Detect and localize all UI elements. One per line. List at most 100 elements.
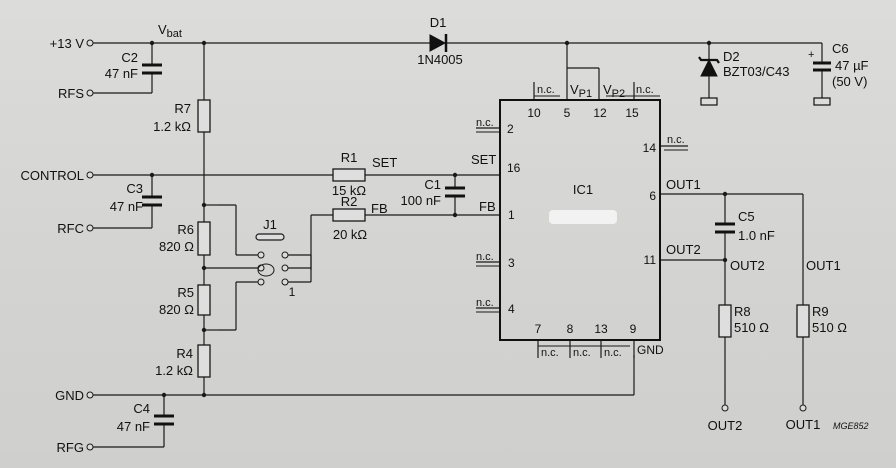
ic-pin-5: 5 [564,106,571,120]
diode-d1[interactable]: D1 1N4005 [417,15,463,67]
resistor-r5[interactable]: R5 820 Ω [159,284,211,317]
ic-pin-8: 8 [567,322,574,336]
jumper-pin[interactable] [257,278,265,286]
ic-pin-13: 13 [594,322,608,336]
terminal-rfg[interactable] [86,443,94,451]
r7-value: 1.2 kΩ [153,119,191,134]
jumper-link[interactable] [255,233,285,241]
r5-ref: R5 [177,285,194,300]
ic-bottom-nc-3: n.c. [604,347,622,359]
wires [93,42,823,448]
terminal-rfc[interactable] [86,224,94,232]
ic-top-nc-2: n.c. [636,84,654,96]
resistor-r9[interactable]: R9 510 Ω [796,304,847,338]
net-label-out2: OUT2 [730,258,765,273]
junction-dot [149,172,155,178]
ground-symbol-d2 [700,97,718,106]
junction-dot [201,202,207,208]
terminals [86,39,807,451]
c6-rating: (50 V) [832,74,867,89]
r4-value: 1.2 kΩ [155,363,193,378]
junction-dot [201,40,207,46]
capacitor-c6[interactable]: + C6 47 µF (50 V) [808,41,869,106]
jumper-pin[interactable] [257,251,265,259]
capacitor-c5[interactable]: C5 1.0 nF [715,209,775,243]
ic1-package[interactable]: IC1 10 5 12 15 n.c. VP1 VP2 n.c. 2 n.c. … [471,82,701,359]
r9-value: 510 Ω [812,320,847,335]
capacitor-c3[interactable]: C3 47 nF [110,181,162,214]
junction-dot [722,191,728,197]
j1-ref: J1 [263,217,277,232]
terminal-label-out2: OUT2 [708,418,743,433]
c1-value: 100 nF [401,193,442,208]
ic-pin-16: 16 [507,161,521,175]
junction-dot [149,40,155,46]
c2-value: 47 nF [105,66,138,81]
junction-dot [201,392,207,398]
ic-gnd-label: GND [637,343,664,357]
r1-value: 15 kΩ [332,183,367,198]
port-label-plus13v: +13 V [50,36,85,51]
r1-ref: R1 [341,150,358,165]
ic-fb-label: FB [479,199,496,214]
net-label-set: SET [372,155,397,170]
zener-d2-symbol [700,58,718,77]
diode-d2[interactable]: D2 BZT03/C43 [698,49,789,106]
ic-vp1-label: VP1 [570,82,592,100]
c6-ref: C6 [832,41,849,56]
jumper-j1[interactable]: J1 1 [255,217,296,299]
junction-dot [722,257,728,263]
resistor-r1[interactable]: R1 15 kΩ [332,150,367,198]
junction-dot [201,327,207,333]
junction-dot [161,392,167,398]
d1-ref: D1 [430,15,447,30]
capacitor-c4[interactable]: C4 47 nF [117,401,174,434]
r5-value: 820 Ω [159,302,194,317]
jumper-pin[interactable] [281,264,289,272]
jumper-pin[interactable] [281,278,289,286]
capacitor-c2[interactable]: C2 47 nF [105,50,162,81]
ic-pin-12: 12 [593,106,607,120]
r8-value: 510 Ω [734,320,769,335]
terminal-out1[interactable] [799,404,807,412]
ic-top-nc-1: n.c. [537,84,555,96]
jumper-pin[interactable] [281,251,289,259]
resistor-r6[interactable]: R6 820 Ω [159,221,211,256]
c4-ref: C4 [133,401,150,416]
ic-pin4-nc: n.c. [476,297,494,309]
ic-pin-6: 6 [649,189,656,203]
c5-value: 1.0 nF [738,228,775,243]
terminal-gnd[interactable] [86,391,94,399]
c6-value: 47 µF [835,58,869,73]
port-label-rfs: RFS [58,86,84,101]
ic-out1-label: OUT1 [666,177,701,192]
d2-ref: D2 [723,49,740,64]
resistor-r8[interactable]: R8 510 Ω [718,304,769,338]
resistor-r7[interactable]: R7 1.2 kΩ [153,99,211,134]
terminal-out2[interactable] [721,404,729,412]
c3-ref: C3 [126,181,143,196]
junction-dot [452,172,458,178]
r6-value: 820 Ω [159,239,194,254]
terminal-plus13v[interactable] [86,39,94,47]
port-label-rfg: RFG [57,440,84,455]
jumper-selection-ring [257,263,275,277]
c5-ref: C5 [738,209,755,224]
capacitor-c1[interactable]: C1 100 nF [401,177,465,208]
ic-pin-7: 7 [535,322,542,336]
resistor-r4[interactable]: R4 1.2 kΩ [155,344,211,378]
junction-dot [452,212,458,218]
r8-ref: R8 [734,304,751,319]
port-label-gnd: GND [55,388,84,403]
terminal-control[interactable] [86,171,94,179]
ic-pin14-nc: n.c. [667,134,685,146]
c4-value: 47 nF [117,419,150,434]
j1-pin1-label: 1 [289,285,296,299]
junctions [149,40,728,398]
net-label-fb: FB [371,201,388,216]
terminal-rfs[interactable] [86,89,94,97]
r6-ref: R6 [177,222,194,237]
ic-bottom-nc-2: n.c. [573,347,591,359]
resistor-r2[interactable]: R2 20 kΩ [332,194,368,242]
